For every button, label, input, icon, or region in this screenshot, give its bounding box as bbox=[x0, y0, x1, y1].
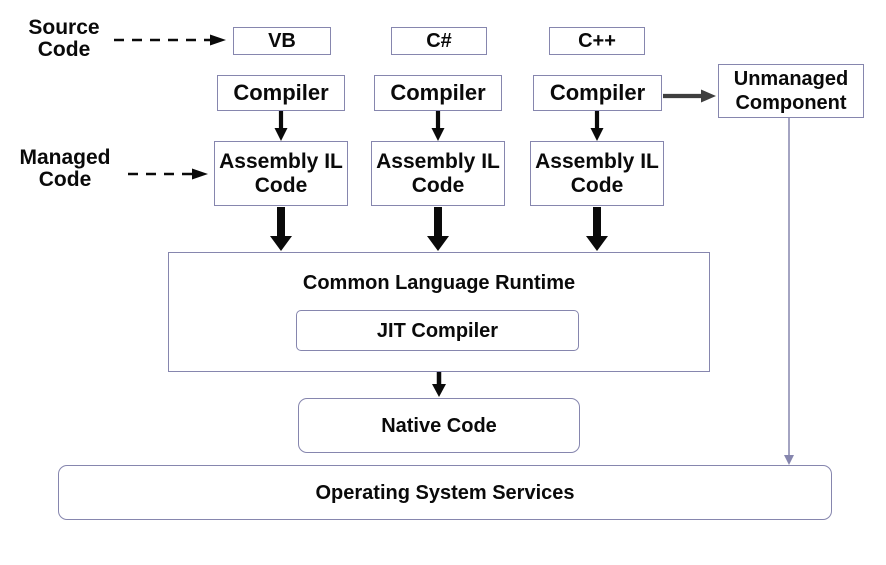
cpp-assembly-il-box: Assembly IL Code bbox=[530, 141, 664, 206]
jit-compiler-box: JIT Compiler bbox=[296, 310, 579, 351]
csharp-assembly-il-box: Assembly IL Code bbox=[371, 141, 505, 206]
vb-language-box: VB bbox=[233, 27, 331, 55]
arrow-compiler3-to-assembly3-icon bbox=[590, 111, 604, 141]
unmanaged-component-box: Unmanaged Component bbox=[718, 64, 864, 118]
dashed-arrow-source-code-icon bbox=[114, 34, 226, 46]
vb-compiler-box: Compiler bbox=[217, 75, 345, 111]
common-language-runtime-box: Common Language Runtime JIT Compiler bbox=[168, 252, 710, 372]
arrow-assembly2-to-clr-icon bbox=[427, 207, 449, 251]
source-code-label: Source Code bbox=[28, 16, 100, 61]
arrow-assembly1-to-clr-icon bbox=[270, 207, 292, 251]
arrow-unmanaged-to-os-icon bbox=[784, 118, 794, 465]
csharp-language-box: C# bbox=[391, 27, 487, 55]
clr-title: Common Language Runtime bbox=[302, 272, 576, 294]
operating-system-services-box: Operating System Services bbox=[58, 465, 832, 520]
arrow-compiler1-to-assembly1-icon bbox=[274, 111, 288, 141]
arrow-compiler2-to-assembly2-icon bbox=[431, 111, 445, 141]
managed-code-label: Managed Code bbox=[19, 146, 111, 191]
vb-assembly-il-box: Assembly IL Code bbox=[214, 141, 348, 206]
cpp-language-box: C++ bbox=[549, 27, 645, 55]
csharp-compiler-box: Compiler bbox=[374, 75, 502, 111]
native-code-box: Native Code bbox=[298, 398, 580, 453]
arrow-compiler3-to-unmanaged-icon bbox=[663, 89, 716, 103]
arrow-assembly3-to-clr-icon bbox=[586, 207, 608, 251]
dashed-arrow-managed-code-icon bbox=[128, 168, 208, 180]
cpp-compiler-box: Compiler bbox=[533, 75, 662, 111]
